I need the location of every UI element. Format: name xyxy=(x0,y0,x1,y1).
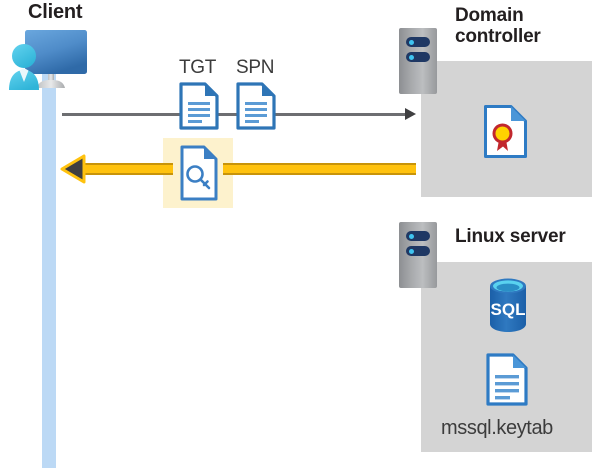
linux-server-label: Linux server xyxy=(455,226,566,247)
kerberos-ticket-document-icon xyxy=(180,145,218,206)
request-arrow-line xyxy=(62,113,407,116)
client-label: Client xyxy=(28,1,83,23)
tgt-document-icon xyxy=(179,82,219,135)
sql-database-icon: SQL xyxy=(483,277,533,338)
domain-controller-label-line2: controller xyxy=(455,26,541,48)
server-bay-2 xyxy=(406,246,430,256)
request-arrow-head xyxy=(405,108,416,120)
certificate-document-icon xyxy=(483,104,528,164)
domain-controller-label: Domain controller xyxy=(455,5,595,48)
sql-database-text: SQL xyxy=(491,300,526,319)
server-led-icon xyxy=(409,54,414,60)
keytab-filename-label: mssql.keytab xyxy=(441,417,553,439)
server-led-icon xyxy=(409,233,414,239)
linux-server-server-icon xyxy=(399,222,437,288)
domain-controller-label-line1: Domain xyxy=(455,5,524,26)
response-arrow-head xyxy=(60,153,86,185)
server-bay-1 xyxy=(406,231,430,241)
response-arrow-line-right xyxy=(223,163,416,175)
server-bay-1 xyxy=(406,37,430,47)
client-lifeline xyxy=(42,62,56,468)
tgt-label: TGT xyxy=(179,57,217,78)
spn-document-icon xyxy=(236,82,276,135)
server-led-icon xyxy=(409,248,414,254)
server-bay-2 xyxy=(406,52,430,62)
response-arrow-line-left xyxy=(78,163,173,175)
spn-label: SPN xyxy=(236,57,275,78)
client-computer-icon xyxy=(6,26,98,94)
domain-controller-server-icon xyxy=(399,28,437,94)
server-led-icon xyxy=(409,39,414,45)
keytab-document-icon xyxy=(486,353,528,411)
